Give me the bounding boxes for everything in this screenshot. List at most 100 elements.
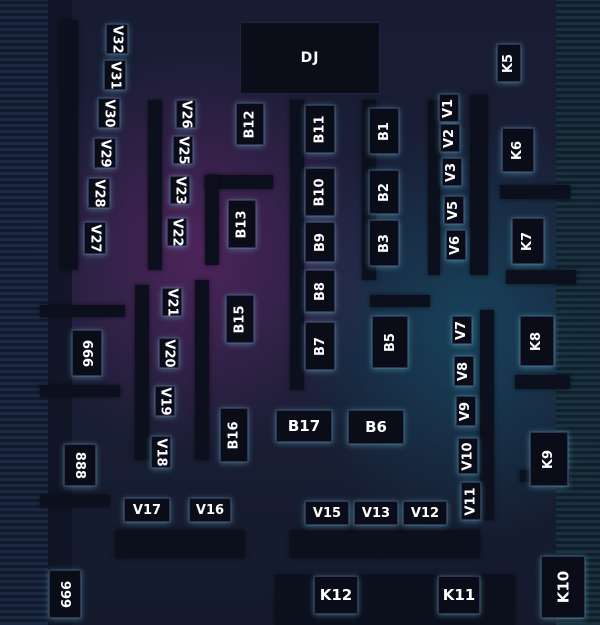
booth-label: B13	[234, 210, 250, 238]
partition	[40, 305, 125, 317]
booth-v21[interactable]: V21	[162, 288, 182, 316]
booth-label: K9	[541, 449, 557, 469]
booth-label: B12	[242, 110, 258, 138]
booth-label: V29	[97, 138, 113, 168]
booth-v1[interactable]: V1	[439, 94, 459, 122]
booth-k7[interactable]: K7	[512, 218, 544, 264]
partition	[115, 530, 245, 558]
booth-label: K10	[554, 570, 572, 604]
booth-v20[interactable]: V20	[159, 338, 179, 368]
booth-v16[interactable]: V16	[189, 498, 231, 522]
booth-label: V20	[161, 338, 177, 368]
booth-label: B11	[312, 115, 328, 143]
booth-label: V9	[458, 401, 474, 421]
booth-v27[interactable]: V27	[84, 222, 106, 254]
booth-k8[interactable]: K8	[520, 316, 554, 366]
table-999[interactable]: 999	[49, 570, 81, 618]
booth-label: V23	[172, 175, 188, 205]
booth-label: V16	[195, 502, 225, 518]
booth-label: V19	[157, 386, 173, 416]
booth-v31[interactable]: V31	[104, 60, 126, 90]
booth-v3[interactable]: V3	[442, 158, 462, 186]
dj-stage-label: DJ	[300, 50, 320, 66]
booth-b16[interactable]: B16	[220, 408, 248, 462]
table-666[interactable]: 666	[72, 330, 102, 376]
booth-b13[interactable]: B13	[228, 200, 256, 248]
booth-k10[interactable]: K10	[541, 556, 585, 618]
booth-b3[interactable]: B3	[369, 220, 399, 266]
booth-label: 666	[79, 339, 95, 367]
booth-label: V6	[448, 235, 464, 255]
booth-label: B15	[232, 305, 248, 333]
booth-b6[interactable]: B6	[348, 410, 404, 444]
booth-label: B16	[226, 421, 242, 449]
booth-v32[interactable]: V32	[106, 24, 128, 54]
booth-b10[interactable]: B10	[305, 168, 335, 216]
booth-label: V26	[178, 99, 194, 129]
booth-b12[interactable]: B12	[236, 103, 264, 145]
booth-label: B3	[376, 233, 392, 253]
booth-v28[interactable]: V28	[88, 178, 110, 208]
booth-label: B17	[287, 417, 321, 435]
booth-b9[interactable]: B9	[305, 222, 335, 262]
booth-v25[interactable]: V25	[173, 136, 193, 164]
booth-v13[interactable]: V13	[354, 501, 398, 525]
booth-label: B5	[382, 332, 398, 352]
booth-k6[interactable]: K6	[502, 128, 534, 172]
partition	[205, 175, 219, 265]
booth-b15[interactable]: B15	[226, 295, 254, 343]
booth-b1[interactable]: B1	[369, 108, 399, 154]
booth-b5[interactable]: B5	[372, 316, 408, 368]
booth-k11[interactable]: K11	[438, 576, 480, 614]
booth-b7[interactable]: B7	[305, 322, 335, 370]
partition	[60, 20, 78, 270]
partition	[370, 295, 430, 307]
booth-b2[interactable]: B2	[369, 170, 399, 214]
partition	[515, 375, 570, 389]
booth-label: K8	[529, 331, 545, 351]
partition	[480, 310, 494, 520]
booth-label: V2	[442, 128, 458, 148]
booth-label: V31	[107, 60, 123, 90]
booth-k9[interactable]: K9	[530, 432, 568, 486]
booth-v10[interactable]: V10	[458, 438, 478, 474]
booth-v18[interactable]: V18	[151, 436, 171, 468]
right-wall-panel	[556, 0, 600, 625]
booth-v19[interactable]: V19	[155, 386, 175, 416]
booth-b11[interactable]: B11	[305, 105, 335, 153]
booth-v5[interactable]: V5	[444, 196, 464, 224]
booth-v22[interactable]: V22	[167, 218, 187, 246]
booth-v23[interactable]: V23	[170, 176, 190, 204]
booth-v7[interactable]: V7	[452, 316, 472, 344]
booth-k12[interactable]: K12	[314, 576, 358, 614]
booth-b17[interactable]: B17	[276, 410, 332, 442]
booth-label: K5	[501, 53, 517, 73]
table-888[interactable]: 888	[64, 444, 96, 486]
booth-label: K7	[520, 231, 536, 251]
booth-v9[interactable]: V9	[456, 396, 476, 426]
booth-label: V25	[175, 135, 191, 165]
booth-v6[interactable]: V6	[446, 230, 466, 260]
booth-v26[interactable]: V26	[176, 100, 196, 128]
dj-stage[interactable]: DJ	[240, 22, 380, 94]
booth-k5[interactable]: K5	[497, 44, 521, 82]
booth-label: V13	[361, 505, 391, 521]
booth-label: V5	[446, 200, 462, 220]
booth-v15[interactable]: V15	[305, 501, 349, 525]
booth-label: V17	[132, 502, 162, 518]
booth-v29[interactable]: V29	[94, 138, 116, 168]
partition	[40, 495, 110, 507]
booth-v11[interactable]: V11	[461, 482, 481, 520]
partition	[506, 270, 576, 284]
booth-label: V32	[109, 24, 125, 54]
booth-label: K11	[442, 586, 476, 604]
booth-v2[interactable]: V2	[440, 124, 460, 152]
booth-v17[interactable]: V17	[124, 498, 170, 522]
partition	[428, 100, 440, 275]
booth-b8[interactable]: B8	[305, 270, 335, 312]
booth-label: 999	[57, 580, 73, 608]
booth-v8[interactable]: V8	[454, 356, 474, 386]
booth-v30[interactable]: V30	[98, 98, 120, 128]
booth-v12[interactable]: V12	[403, 501, 447, 525]
